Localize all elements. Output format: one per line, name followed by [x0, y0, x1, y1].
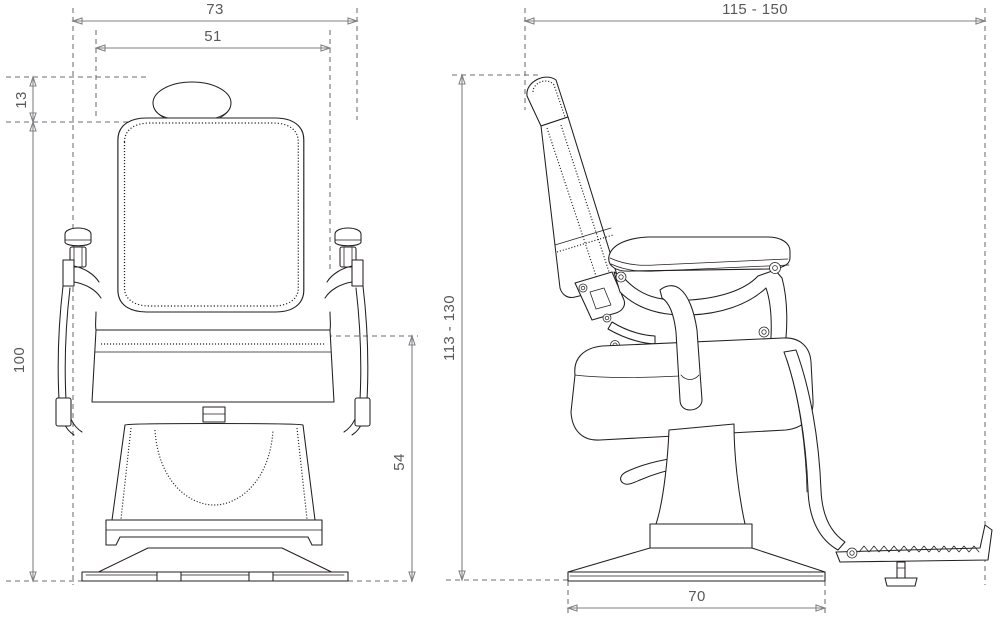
dim-label-overall-depth-range: 115 - 150 — [722, 1, 788, 18]
pedestal-side — [655, 423, 746, 525]
dim-label-overall-height-range: 113 - 130 — [441, 295, 458, 361]
dim-overall-depth-range: 115 - 150 — [523, 1, 987, 25]
backrest-stitch-inner-side — [546, 127, 601, 289]
recline-lever-detail — [680, 374, 700, 380]
footrest-pivot-bolt — [846, 547, 858, 559]
armrest-bolt-lower — [758, 326, 770, 338]
base-collar-side — [649, 523, 753, 549]
base-foot-right-front — [248, 571, 274, 582]
seat-cushion-front — [91, 329, 335, 403]
pedestal-stitch-left — [120, 427, 132, 520]
footrest-arm-side — [835, 524, 993, 563]
dim-backrest-width: 51 — [94, 28, 332, 52]
side-view-dimensions: 115 - 150 113 - 130 70 — [441, 1, 987, 612]
dim-overall-width: 73 — [71, 1, 359, 25]
base-neck-front — [202, 406, 226, 423]
dim-label-overall-width: 73 — [206, 1, 224, 18]
armrest-bolt-lower-center — [761, 329, 767, 335]
front-strut-inner-line — [786, 359, 808, 493]
recline-bracket-cutout — [589, 287, 612, 310]
pedestal-front — [111, 422, 316, 521]
headrest-stitch-side — [532, 80, 566, 118]
backrest-panel-front — [117, 117, 305, 313]
recline-bracket-side — [574, 271, 626, 321]
pedestal-arc-stitch — [154, 429, 274, 506]
headrest-side — [526, 76, 569, 127]
dim-label-headrest-height: 13 — [13, 91, 30, 109]
dim-base-diameter: 70 — [566, 588, 827, 612]
dim-seat-height: 54 — [391, 334, 416, 583]
footrest-tread-serration — [858, 545, 980, 553]
dim-headrest-height: 13 — [13, 75, 37, 124]
armrest-pad-seam-2 — [610, 263, 790, 272]
footrest-foot-post — [896, 561, 906, 579]
footrest-pivot-bolt-center — [849, 550, 855, 556]
seat-cushion-seam-side — [574, 374, 681, 378]
dim-label-base-diameter: 70 — [688, 588, 706, 605]
base-foot-left-front — [156, 571, 182, 582]
backrest-seam-side — [554, 227, 612, 246]
dim-overall-height: 100 — [11, 120, 37, 583]
pedestal-stitch-right — [296, 427, 308, 520]
pivot-bolt-lower — [602, 313, 612, 323]
front-view-dimensions: 73 51 13 100 54 — [11, 1, 416, 583]
dim-label-backrest-width: 51 — [204, 28, 222, 45]
armrest-bolt-rear — [615, 271, 627, 283]
pivot-bolt-upper — [578, 283, 588, 293]
side-view-chair — [526, 76, 993, 587]
armrest-pad-side — [608, 236, 791, 272]
dim-overall-height-range: 113 - 130 — [441, 73, 466, 582]
release-handle-side — [620, 457, 681, 485]
front-view-chair — [55, 81, 371, 582]
armrest-right-front — [324, 227, 371, 436]
base-plate-rim-front — [81, 571, 349, 582]
backrest-seam-stitch-side — [556, 234, 614, 253]
pivot-bolt-lower-center — [604, 315, 610, 321]
armrest-pad-seam-1 — [609, 257, 789, 266]
armrest-bolt-front-center — [772, 265, 778, 271]
footrest-foot-pad — [884, 577, 918, 587]
base-plate-rim-side — [567, 571, 826, 582]
dim-label-seat-height: 54 — [391, 453, 408, 471]
dim-label-overall-height: 100 — [11, 347, 28, 373]
armrest-bolt-rear-center — [618, 274, 624, 280]
armrest-bolt-front — [769, 262, 781, 274]
pivot-bolt-upper-center — [580, 285, 586, 291]
base-collar-front — [105, 519, 323, 546]
armrest-left-front — [55, 227, 102, 436]
recline-lever-side — [659, 285, 703, 411]
